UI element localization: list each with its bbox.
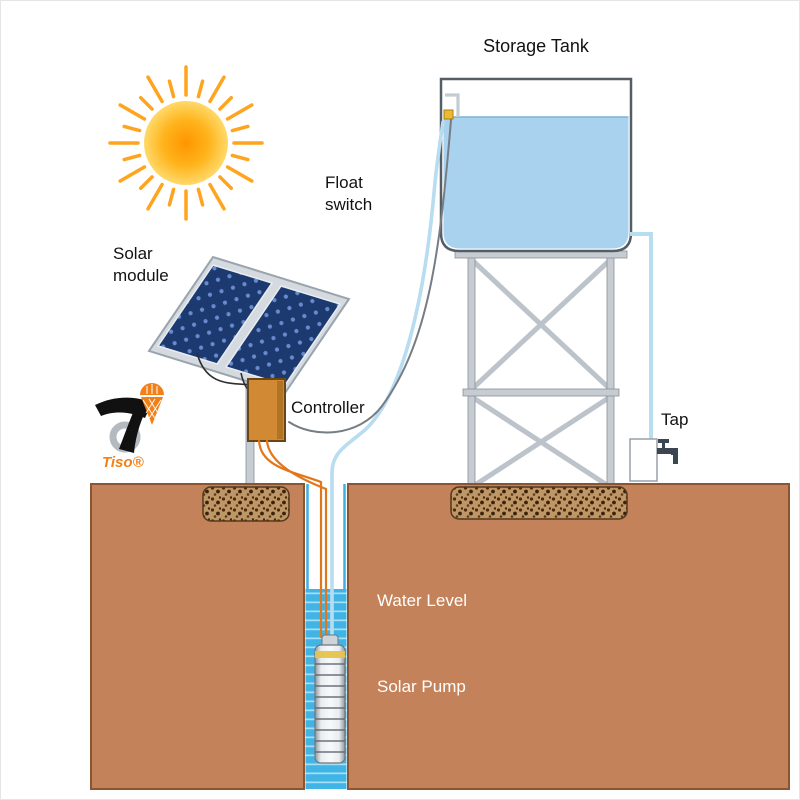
solar-panel-array (147, 255, 351, 395)
faucet-icon (657, 439, 678, 464)
tiso-logo (95, 383, 164, 453)
pump-icon (314, 634, 346, 764)
float-switch-label: Float switch (325, 173, 373, 214)
tank-water (443, 117, 629, 249)
storage-tank (439, 77, 633, 253)
tap-assembly (629, 232, 678, 482)
pole-foundation (202, 486, 290, 522)
sun-rays (108, 65, 264, 221)
panel-wire (196, 352, 254, 386)
tank-inlet-pipe (445, 93, 460, 117)
ground-left-block (90, 483, 305, 790)
tank-stand-tower (454, 250, 628, 500)
controller-box (247, 378, 286, 442)
tap-label: Tap (661, 410, 689, 429)
solar-module-label: Solar module (113, 244, 169, 285)
conduits (257, 119, 452, 643)
pump-power-wire (265, 439, 328, 639)
tower-foundation (450, 486, 628, 520)
tap-pipe (630, 232, 653, 439)
float-switch-cable (288, 119, 452, 434)
sun-icon (108, 65, 264, 221)
solar-panel-icon (156, 264, 274, 365)
solar-pump-label: Solar Pump (377, 677, 466, 696)
controller-label: Controller (291, 398, 365, 417)
water-delivery-pipe (330, 120, 445, 643)
tap-housing (629, 438, 658, 482)
foundations (202, 486, 628, 522)
ground (90, 483, 790, 790)
storage-tank-label: Storage Tank (483, 36, 589, 56)
water-level-label: Water Level (377, 591, 468, 610)
pump-power-wire (257, 439, 323, 639)
brand-label: Tiso® (102, 454, 144, 471)
float-switch-sensor (443, 109, 454, 120)
ground-right-block (347, 483, 790, 790)
